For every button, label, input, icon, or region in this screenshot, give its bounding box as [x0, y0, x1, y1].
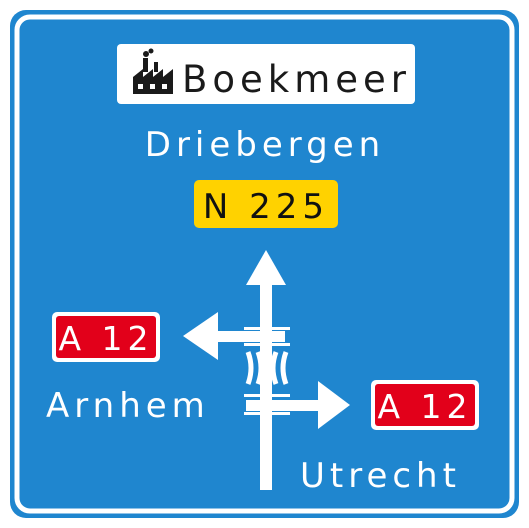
- top-destination-panel: [117, 44, 415, 104]
- left-exit-arrow: [183, 312, 290, 360]
- route-shield-n225-label: N 225: [203, 187, 329, 227]
- top-destination-label: Boekmeer: [182, 58, 411, 101]
- interchange-symbol: [245, 351, 289, 385]
- sign-border: [14, 14, 515, 514]
- left-destination-label: Arnhem: [46, 386, 210, 426]
- right-route-shield-a12: [375, 384, 475, 426]
- ahead-destination-label: Driebergen: [145, 125, 385, 165]
- right-destination-label: Utrecht: [300, 456, 461, 496]
- right-exit-arrow: [244, 381, 350, 429]
- right-route-shield-label: A 12: [377, 387, 472, 426]
- left-route-shield-label: A 12: [58, 319, 153, 358]
- factory-icon: [133, 48, 173, 94]
- left-route-shield-a12: [56, 316, 156, 358]
- route-shield-n225: [194, 180, 338, 228]
